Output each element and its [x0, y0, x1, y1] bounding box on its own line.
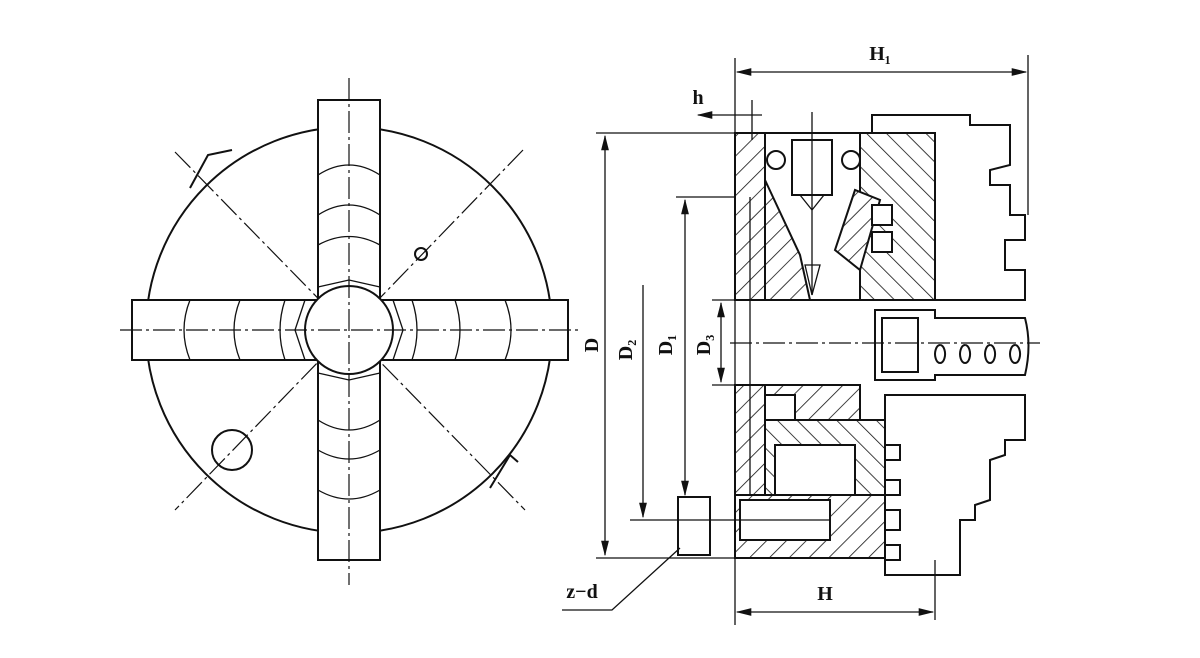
section-view [630, 112, 1040, 576]
label-D2: D₂ [615, 340, 637, 360]
middle-jaw [874, 309, 1030, 381]
upper-jaw [871, 114, 1026, 301]
label-h: h [692, 87, 703, 109]
dimensions [562, 55, 1029, 625]
label-z-d: z−d [566, 581, 597, 603]
front-view [120, 78, 580, 585]
label-D3: D₃ [693, 335, 715, 355]
bolt-head [677, 496, 711, 556]
label-H1: H₁ [869, 43, 891, 65]
label-H: H [817, 583, 833, 605]
mounting-hole [211, 429, 253, 471]
label-D1: D₁ [655, 335, 677, 355]
leader-z-d [562, 547, 681, 611]
label-D: D [581, 338, 603, 352]
lower-jaw [884, 394, 1026, 576]
lube-hole [414, 247, 428, 261]
